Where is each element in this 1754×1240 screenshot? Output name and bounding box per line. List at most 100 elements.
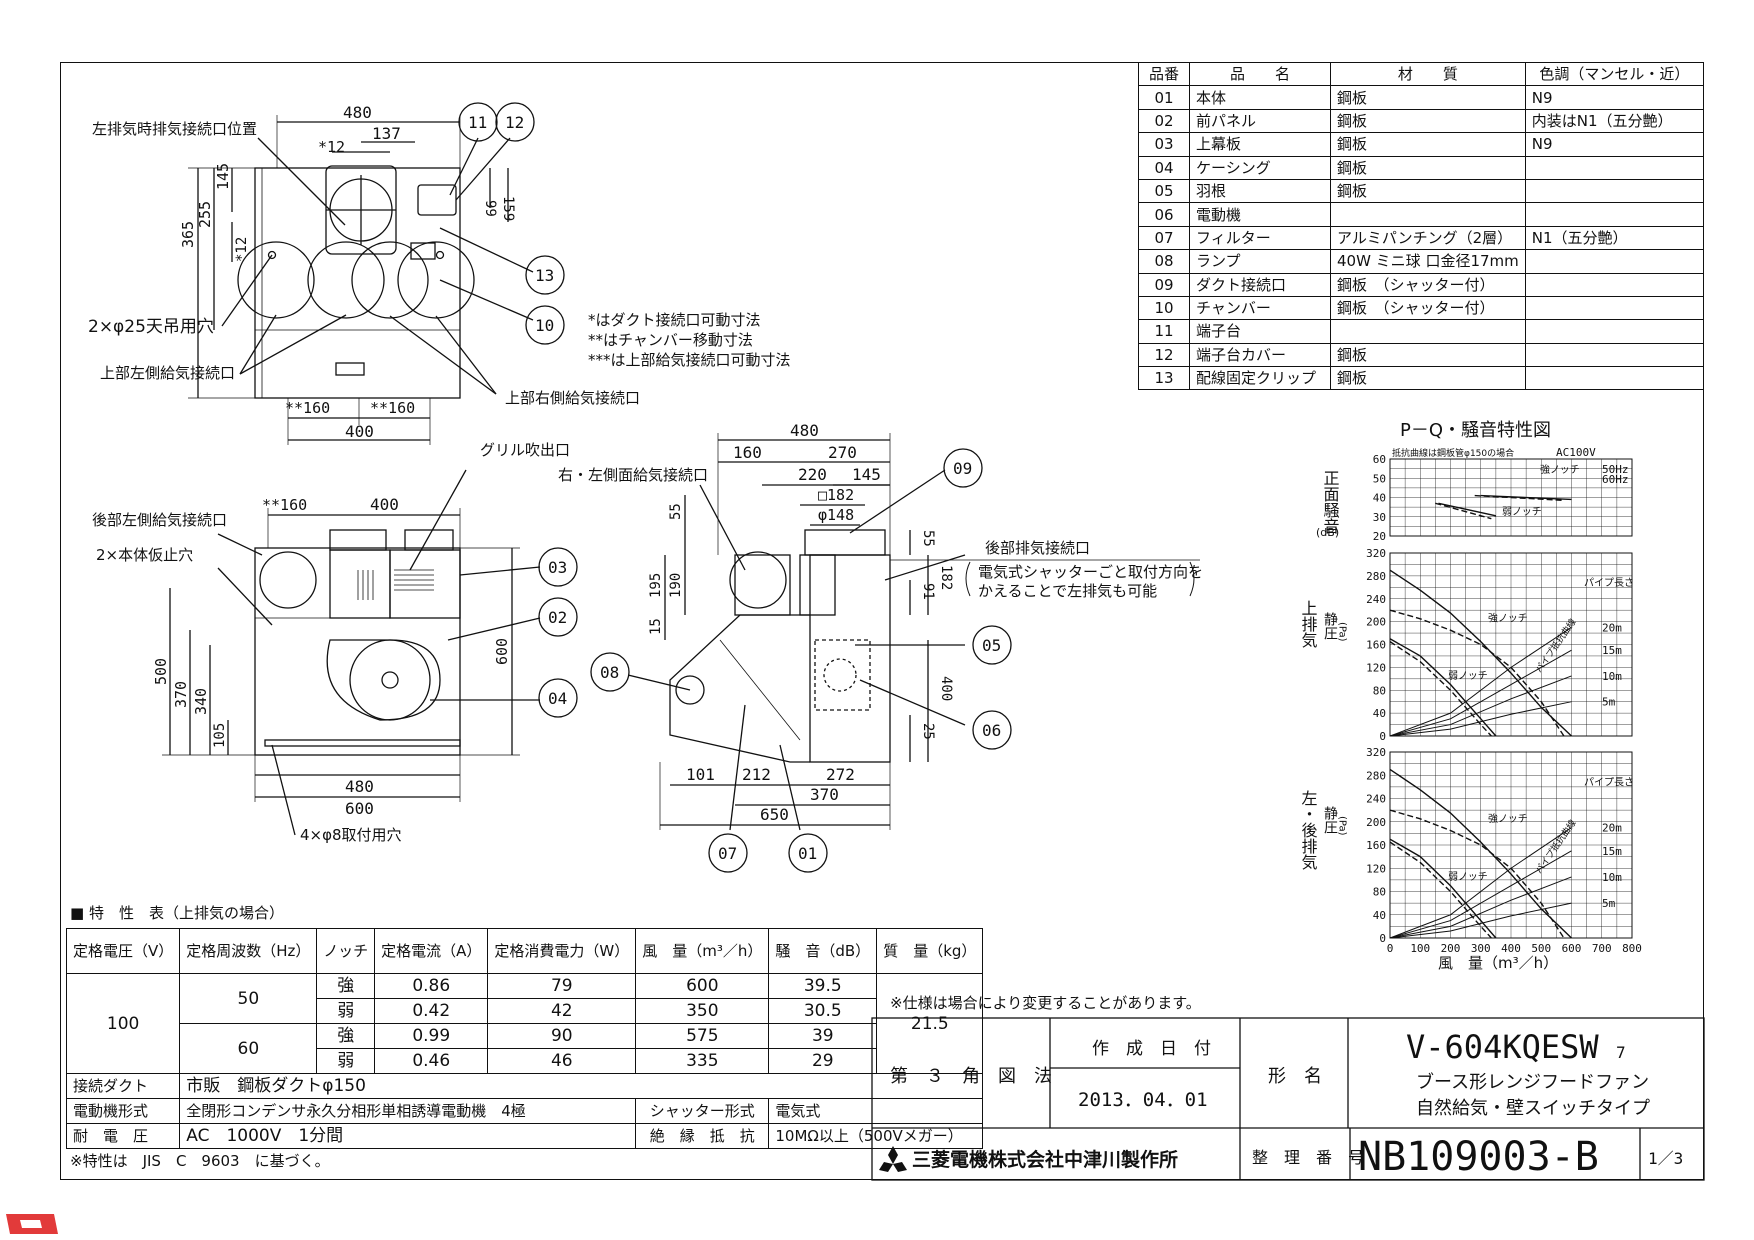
noise_panel-legend: 50Hz <box>1602 463 1629 476</box>
dim-side-145: 145 <box>852 465 881 484</box>
part-no: 02 <box>1138 108 1190 134</box>
corner-logo-icon <box>6 1214 58 1234</box>
balloon-05: 05 <box>982 636 1001 655</box>
part-name: ダクト接続口 <box>1189 272 1331 297</box>
dim-front-star160: **160 <box>262 496 307 514</box>
chart-xlabel: 風 量（m³／h） <box>1438 954 1558 972</box>
xtick: 0 <box>1387 942 1394 955</box>
noise_panel-series-line <box>1435 502 1492 520</box>
upper_exhaust_panel-pipe-length-label: 5m <box>1602 696 1616 709</box>
upper_exhaust_panel-ytick: 240 <box>1366 593 1386 606</box>
upper_exhaust_panel-ytick: 80 <box>1373 684 1386 697</box>
dim-front-370: 370 <box>172 681 190 708</box>
date: 2013．04．01 <box>1078 1089 1208 1111</box>
upper-ylabel: 上排気 <box>1299 600 1318 649</box>
drawing-number: NB109003-B <box>1358 1134 1599 1180</box>
left_rear_panel-ytick: 240 <box>1366 793 1386 806</box>
upper_exhaust_panel-label-pipe-curve: パイプ抵抗曲線 <box>1533 616 1579 675</box>
noise_panel-series-line <box>1438 502 1497 517</box>
spec-h-mass: 質 量（kg） <box>876 928 984 974</box>
dim-145: 145 <box>214 163 232 190</box>
noise_panel-ytick: 30 <box>1373 511 1386 524</box>
xtick: 500 <box>1531 942 1551 955</box>
noise_panel-label-strong: 強ノッチ <box>1540 463 1580 476</box>
upper_exhaust_panel-pipe-length-label: 20m <box>1602 621 1622 634</box>
left_rear_panel-ytick: 40 <box>1373 909 1386 922</box>
spec-h-power: 定格消費電力（W） <box>487 928 637 974</box>
top-view <box>188 115 534 445</box>
noise_panel-ytick: 60 <box>1373 453 1386 466</box>
date-label: 作 成 日 付 <box>1092 1039 1211 1059</box>
dim-side-370: 370 <box>810 785 839 804</box>
spec-table-title: ■ 特 性 表（上排気の場合） <box>70 904 284 922</box>
spec-h-current: 定格電流（A） <box>374 928 489 974</box>
noise_panel-ytick: 50 <box>1373 472 1386 485</box>
dim-side-160: 160 <box>733 443 762 462</box>
xtick: 200 <box>1441 942 1461 955</box>
left_rear_panel-ytick: 320 <box>1366 746 1386 759</box>
dim-star160-right: **160 <box>370 399 415 417</box>
spec-cell: 46 <box>487 1048 637 1074</box>
upper_exhaust_panel-series-line <box>1389 626 1572 737</box>
label-left-exhaust: 左排気時排気接続口位置 <box>92 120 257 138</box>
dim-front-480: 480 <box>345 777 374 796</box>
spec-motor-label: 電動機形式 <box>65 1098 181 1124</box>
left_rear_panel-series-line <box>1389 902 1572 939</box>
dim-480: 480 <box>343 103 372 122</box>
left_rear_panel-series-line <box>1389 827 1572 939</box>
balloon-07: 07 <box>718 844 737 863</box>
noise_panel-ytick: 40 <box>1373 492 1386 505</box>
balloon-03: 03 <box>548 558 567 577</box>
upper_exhaust_panel-series-line <box>1389 701 1572 737</box>
balloon-10: 10 <box>535 316 554 335</box>
spec-insulation-label: 絶 縁 抵 抗 <box>635 1123 770 1149</box>
xtick: 300 <box>1471 942 1491 955</box>
dim-side-sq182: □182 <box>818 486 854 504</box>
part-no: 08 <box>1138 249 1190 274</box>
balloon-02: 02 <box>548 608 567 627</box>
spec-insulation-value: 10MΩ以上（500Vメガー） <box>768 1123 984 1149</box>
upper_exhaust_panel-pipe-length-label: 10m <box>1602 670 1622 683</box>
dim-365: 365 <box>179 221 197 248</box>
dim-side-270: 270 <box>828 443 857 462</box>
balloon-06: 06 <box>982 721 1001 740</box>
left_rear_panel-ytick: 160 <box>1366 839 1386 852</box>
part-color: N1（五分艶） <box>1524 225 1705 251</box>
spec-footnote: ※特性は JIS C 9603 に基づく。 <box>70 1152 330 1170</box>
xtick: 100 <box>1410 942 1430 955</box>
xtick: 700 <box>1592 942 1612 955</box>
spec-cell: 39.5 <box>768 973 878 999</box>
noise-ylabel: 正面騒音 <box>1321 470 1340 534</box>
xtick: 600 <box>1562 942 1582 955</box>
dim-front-500: 500 <box>152 658 170 685</box>
dim-side-272: 272 <box>826 765 855 784</box>
spec-cell: 39 <box>768 1023 878 1049</box>
spec-cell: 0.46 <box>374 1048 489 1074</box>
spec-cell: 0.42 <box>374 998 489 1024</box>
label-mount-holes: 4×φ8取付用穴 <box>300 826 402 844</box>
upper_exhaust_panel-series-line <box>1389 609 1565 737</box>
part-material: 鋼板 <box>1330 132 1526 157</box>
noise_panel-ytick: 20 <box>1373 530 1386 543</box>
label-hanging-holes: 2×φ25天吊用穴 <box>88 317 214 337</box>
spec-hz-50: 50 <box>179 973 318 1024</box>
spec-cell: 0.99 <box>374 1023 489 1049</box>
part-color <box>1524 249 1705 274</box>
spec-voltage: 100 <box>65 973 181 1074</box>
dim-side-220: 220 <box>798 465 827 484</box>
dim-front-400: 400 <box>370 495 399 514</box>
part-name: 配線固定クリップ <box>1189 366 1331 391</box>
part-color <box>1524 272 1705 297</box>
left_rear_panel-series-line <box>1389 768 1572 939</box>
spec-withstand-label: 耐 電 圧 <box>65 1123 181 1149</box>
dim-side-55-right: 55 <box>920 530 936 547</box>
dim-front-600: 600 <box>345 799 374 818</box>
part-material <box>1330 319 1526 344</box>
balloon-circles <box>458 102 1012 873</box>
part-color <box>1524 342 1705 368</box>
label-grille: グリル吹出口 <box>480 441 570 459</box>
